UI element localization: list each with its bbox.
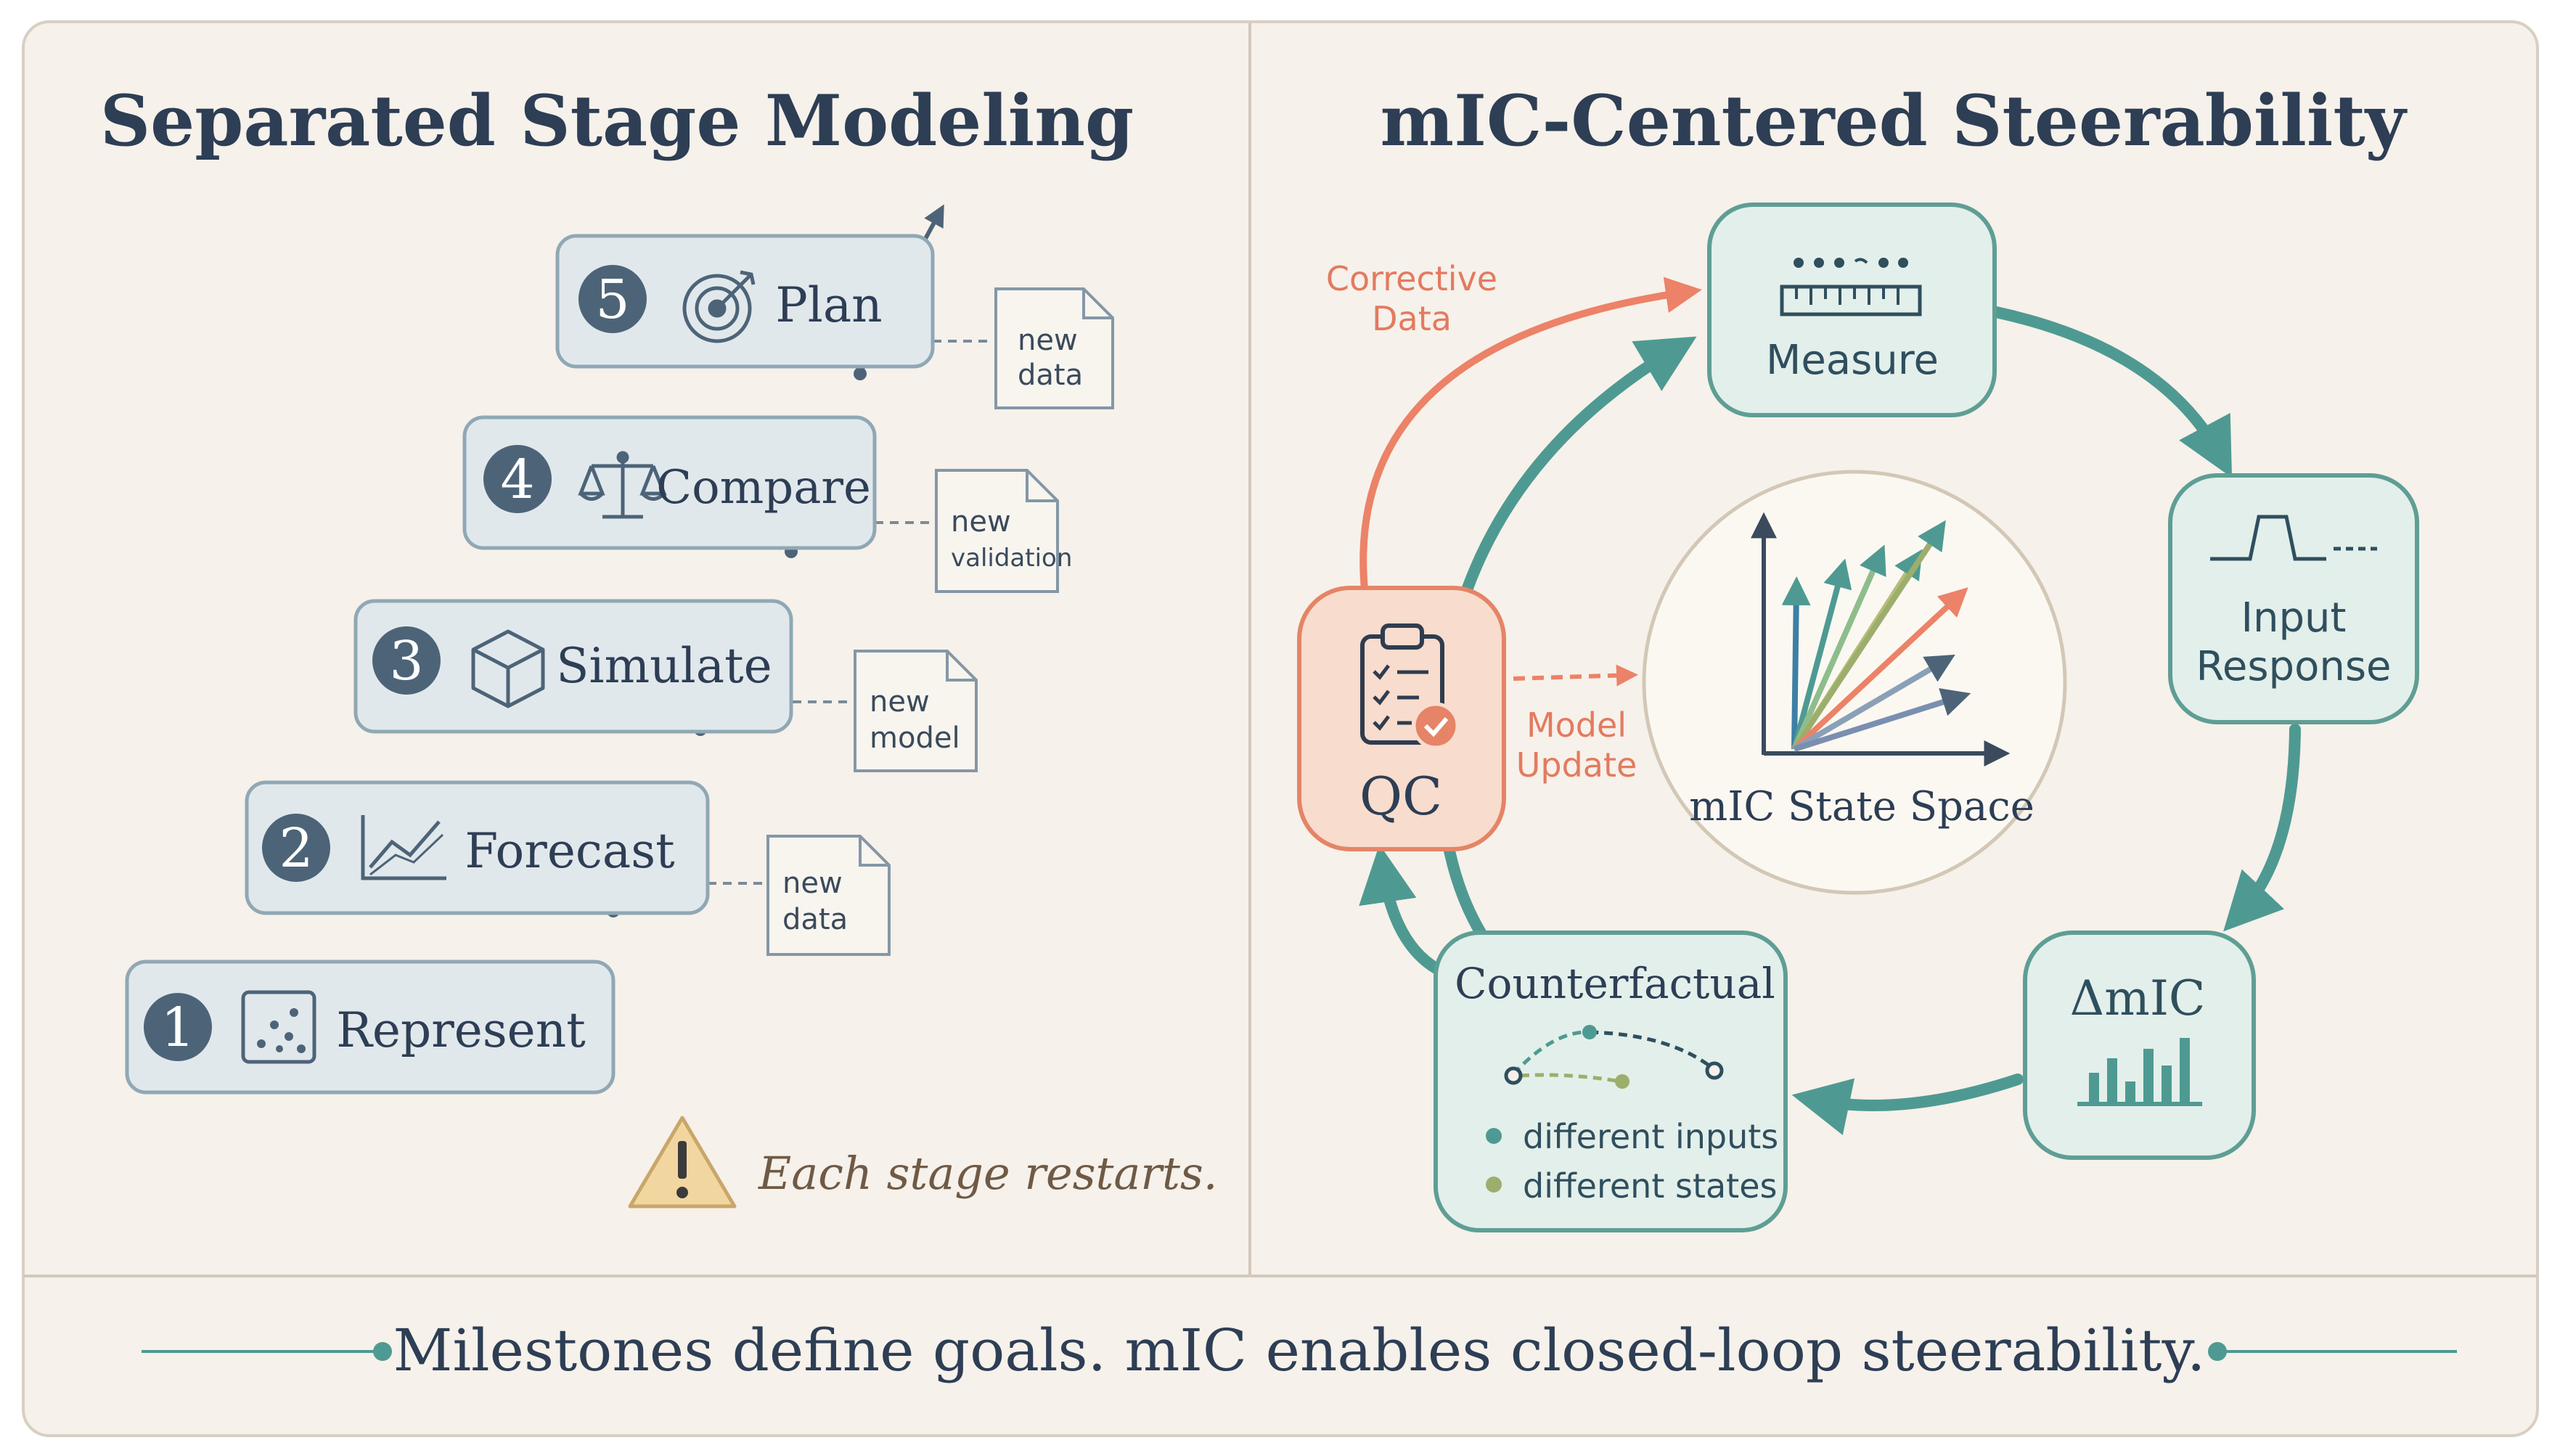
path-end-dot-alt bbox=[1615, 1074, 1629, 1089]
footer-rule-right bbox=[2208, 1342, 2457, 1361]
model-update-label-2: Update bbox=[1516, 745, 1637, 785]
footer-rule-left bbox=[142, 1342, 392, 1361]
scales-icon bbox=[578, 451, 667, 519]
warning-icon bbox=[628, 1116, 737, 1208]
svg-text:new: new bbox=[951, 505, 1011, 539]
clipboard-check-icon bbox=[1360, 623, 1460, 750]
stage-number-badge bbox=[578, 265, 647, 333]
stage-number-badge bbox=[262, 814, 330, 882]
bullet-teal bbox=[1486, 1128, 1502, 1144]
measure-node[interactable]: Measure bbox=[1707, 203, 1997, 417]
doc-new-data-1: new data bbox=[766, 835, 891, 956]
stage-label: Compare bbox=[656, 461, 871, 515]
path-end-dot bbox=[1705, 1061, 1724, 1080]
left-panel-title: Separated Stage Modeling bbox=[100, 80, 1134, 162]
paths-icon bbox=[1512, 1030, 1714, 1084]
line-chart-icon bbox=[361, 815, 446, 880]
stage-label: Simulate bbox=[556, 638, 772, 694]
cf-item-1: different inputs bbox=[1523, 1117, 1778, 1156]
corrective-data-label-2: Data bbox=[1372, 299, 1452, 338]
qc-node[interactable]: QC bbox=[1297, 586, 1506, 851]
doc-new-model: new model bbox=[854, 650, 978, 772]
model-update-arrow bbox=[1513, 664, 1638, 687]
stage-represent[interactable]: 1 Represent bbox=[125, 960, 616, 1095]
bar-chart-icon bbox=[2077, 1038, 2202, 1106]
right-panel-title: mIC-Centered Steerability bbox=[1381, 80, 2408, 162]
state-space-label: mIC State Space bbox=[1689, 783, 2034, 830]
svg-text:validation: validation bbox=[951, 544, 1072, 573]
bullet-olive bbox=[1486, 1177, 1502, 1193]
warning-text: Each stage restarts. bbox=[758, 1147, 1217, 1200]
qc-label: QC bbox=[1359, 766, 1442, 827]
stage-number: 1 bbox=[160, 997, 195, 1059]
footer-caption: Milestones define goals. mIC enables clo… bbox=[393, 1317, 2206, 1384]
stage-simulate[interactable]: 3 Simulate bbox=[353, 599, 793, 734]
delta-mic-node[interactable]: ΔmIC bbox=[2023, 931, 2256, 1160]
path-mid-dot bbox=[1582, 1025, 1597, 1039]
corrective-data-label-1: Corrective bbox=[1326, 259, 1497, 298]
stage-number-badge bbox=[483, 445, 552, 513]
stage-number: 4 bbox=[500, 449, 534, 511]
doc-links bbox=[708, 340, 991, 885]
doc-new-validation: new validation bbox=[935, 469, 1072, 593]
input-response-label-1: Input bbox=[2241, 594, 2346, 642]
stage-number: 2 bbox=[279, 817, 313, 880]
input-response-node[interactable]: Input Response bbox=[2168, 473, 2419, 724]
model-update-label-1: Model bbox=[1526, 705, 1627, 745]
stage-label: Forecast bbox=[465, 823, 674, 879]
counterfactual-node[interactable]: Counterfactual different inputs differen… bbox=[1434, 931, 1788, 1232]
cf-item-2: different states bbox=[1523, 1166, 1777, 1206]
corrective-data-arrow bbox=[1359, 277, 1702, 590]
counterfactual-label: Counterfactual bbox=[1455, 959, 1775, 1008]
svg-text:data: data bbox=[782, 903, 848, 936]
stage-label: Represent bbox=[336, 1002, 586, 1058]
stage-plan[interactable]: 5 Plan bbox=[555, 234, 935, 369]
svg-text:new: new bbox=[1018, 324, 1078, 357]
ruler-icon bbox=[1780, 258, 1922, 316]
stage-label: Plan bbox=[775, 277, 882, 333]
measure-label: Measure bbox=[1766, 337, 1939, 384]
stage-forecast[interactable]: 2 Forecast bbox=[245, 780, 710, 915]
delta-mic-label: ΔmIC bbox=[2070, 970, 2206, 1026]
svg-text:new: new bbox=[870, 685, 930, 719]
svg-text:model: model bbox=[870, 721, 960, 755]
stage-number: 3 bbox=[389, 630, 423, 692]
step-response-icon bbox=[2210, 515, 2377, 561]
state-space-circle: mIC State Space bbox=[1642, 470, 2067, 895]
target-icon bbox=[682, 270, 756, 343]
stage-compare[interactable]: 4 Compare bbox=[462, 415, 877, 550]
svg-text:data: data bbox=[1018, 359, 1083, 392]
path-start-dot bbox=[1504, 1066, 1523, 1085]
svg-text:new: new bbox=[782, 867, 843, 900]
scatter-icon bbox=[241, 990, 316, 1064]
stage-number-badge bbox=[144, 993, 212, 1061]
doc-new-data-2: new data bbox=[994, 287, 1114, 409]
stage-number-badge bbox=[372, 626, 441, 695]
input-response-label-2: Response bbox=[2196, 643, 2392, 690]
stage-number: 5 bbox=[595, 269, 629, 331]
cube-icon bbox=[471, 629, 545, 708]
